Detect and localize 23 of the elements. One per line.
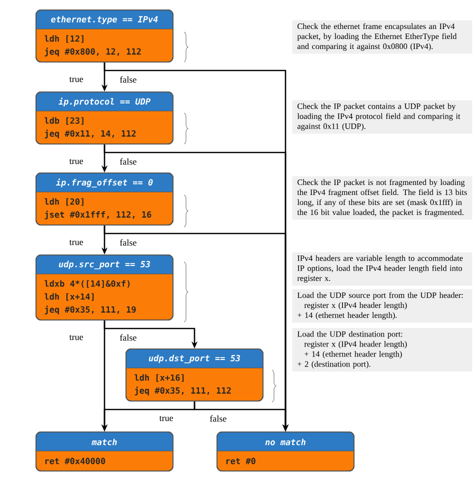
edge-label: false bbox=[210, 415, 226, 422]
note-box: Check the IP packet contains a UDP packet by loading the IPv4 protocol field and comparing it against 0x11 (UDP). bbox=[292, 100, 472, 134]
note-box: Check the IP packet is not fragmented by loading the IPv4 fragment offset field. The field is 13 bits long, if any of these bits are set (mask 0x1fff) in the 16 bit value loaded, the packet is fragmented. bbox=[292, 176, 472, 220]
edge-label: true bbox=[69, 76, 83, 82]
edge-label: false bbox=[120, 239, 136, 246]
edge-label: false bbox=[120, 334, 136, 341]
edge-label: true bbox=[69, 240, 83, 246]
note-box: Check the ethernet frame encapsulates an IPv4 packet, by loading the Ethernet EtherType field and comparing it against 0x0800 (IPv4). bbox=[292, 20, 472, 54]
edge-label: false bbox=[120, 76, 136, 83]
edge-label: true bbox=[69, 158, 83, 164]
note-box: Load the UDP destination port: register x (IPv4 header length) + 14 (ethernet header length) + 2 (destination port). bbox=[292, 328, 472, 372]
edge-label: true bbox=[159, 416, 173, 422]
note-box: IPv4 headers are variable length to accommodate IP options, load the IPv4 header length field into register x. bbox=[292, 252, 472, 286]
filter-block: ip.frag_offset == 0 ldh [20] jset #0x1fff, 112, 16 bbox=[36, 172, 174, 226]
filter-block: udp.src_port == 53 ldxb 4*([14]&0xf) ldh [x+14] jeq #0x35, 111, 19 bbox=[36, 254, 174, 320]
edge-label: false bbox=[120, 158, 136, 165]
edge-label: true bbox=[69, 334, 83, 340]
filter-block: udp.dst_port == 53 ldh [x+16] jeq #0x35, 111, 112 bbox=[126, 348, 264, 402]
filter-block: no match ret #0 bbox=[216, 432, 354, 472]
filter-block: ethernet.type == IPv4 ldh [12] jeq #0x800, 12, 112 bbox=[36, 10, 174, 62]
filter-block: ip.protocol == UDP ldb [23] jeq #0x11, 14, 112 bbox=[36, 92, 174, 144]
filter-block: match ret #0x40000 bbox=[36, 432, 174, 472]
note-box: Load the UDP source port from the UDP header: register x (IPv4 header length) + 14 (ethernet header length). bbox=[292, 289, 472, 323]
